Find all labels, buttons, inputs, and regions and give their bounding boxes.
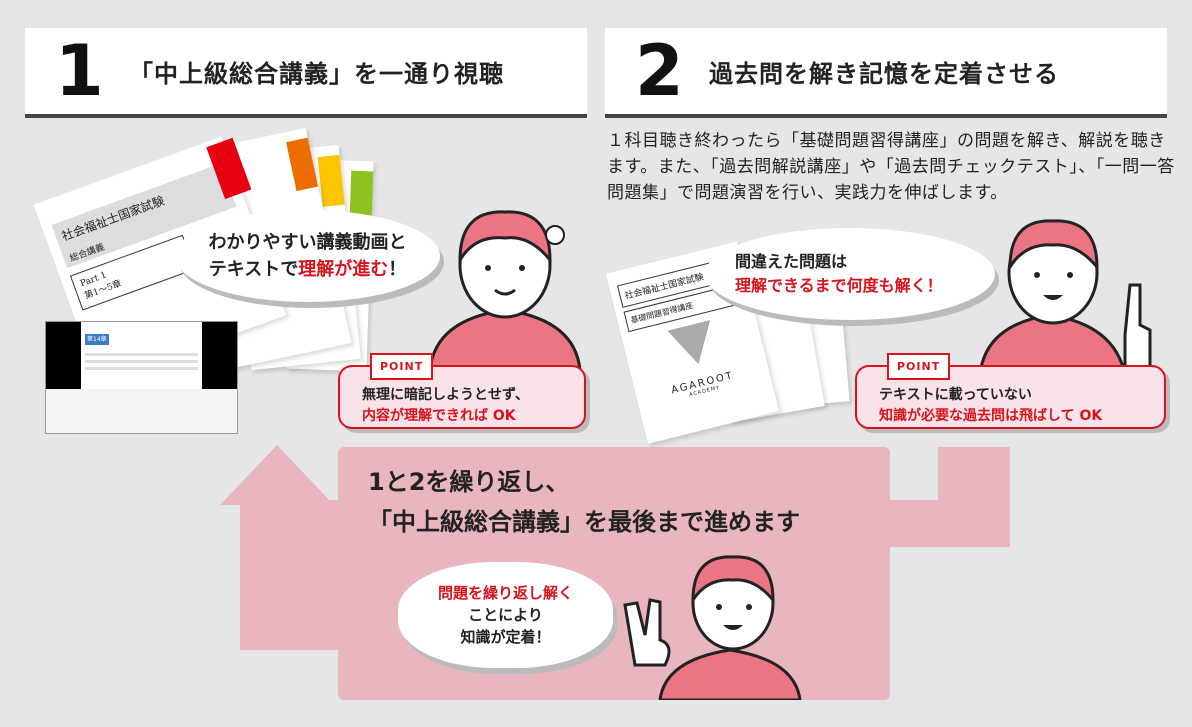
step1-number: 1 [55,30,104,112]
step1-header: 1 「中上級総合講義」を一通り視聴 [25,28,587,118]
step1-speech-bubble: わかりやすい講義動画と テキストで理解が進む！ [175,210,440,302]
point-line-highlight: 内容が理解できれば OK [362,408,516,424]
step2-number: 2 [635,30,684,112]
point-line-highlight: 知識が必要な過去問は飛ばして OK [879,408,1103,424]
step2-speech-bubble: 間違えた問題は 理解できるまで何度も解く！ [705,228,995,320]
step1-title: 「中上級総合講義」を一通り視聴 [129,59,504,88]
point-line: 無理に暗記しようとせず、 [362,387,530,403]
step1-point-box: POINT 無理に暗記しようとせず、 内容が理解できれば OK [338,353,586,429]
bubble-line: テキストで [208,259,299,280]
lecture-video-screenshot: 第14章 [45,321,238,434]
step2-point-box: POINT テキストに載っていない 知識が必要な過去問は飛ばして OK [855,353,1166,429]
step2-description: １科目聴き終わったら「基礎問題習得講座」の問題を解き、解説を聴きます。また、「過… [607,131,1175,203]
step2-title: 過去問を解き記憶を定着させる [709,59,1059,88]
loop-arrow-head [220,445,334,505]
point-tag: POINT [887,353,951,380]
bubble-highlight: 問題を繰り返し解く [437,584,573,602]
bubble-line: 間違えた問題は [735,252,848,271]
loop-message: 1と2を繰り返し、 「中上級総合講義」を最後まで進めます [368,462,800,542]
bubble-line: わかりやすい講義動画と [208,232,407,253]
loop-arrow-left-bar [240,500,340,650]
instructor-illustration-3 [623,555,802,700]
ok-hand-icon [623,598,671,667]
bubble-line: 知識が定着！ [460,628,551,646]
instructor-illustration-2 [978,219,1152,375]
loop-line-1: 1と2を繰り返し、 [368,468,570,496]
bubble-highlight: 理解が進む [298,259,389,280]
point-line: テキストに載っていない [879,387,1032,403]
bubble-line: ことにより [468,606,543,624]
bubble-line-end: ！ [388,259,407,280]
pointing-hand-icon [1123,283,1152,375]
step2-header: 2 過去問を解き記憶を定着させる [605,28,1167,118]
loop-arrow-right-join [885,500,1010,547]
loop-speech-bubble: 問題を繰り返し解く ことにより 知識が定着！ [398,562,613,668]
instructor-illustration-1 [428,210,582,370]
lightbulb-icon [545,225,565,245]
point-tag: POINT [370,353,434,380]
loop-line-2: 「中上級総合講義」を最後まで進めます [368,508,800,536]
bubble-highlight: 理解できるまで何度も解く！ [735,276,943,295]
video-chapter-badge: 第14章 [85,334,109,345]
